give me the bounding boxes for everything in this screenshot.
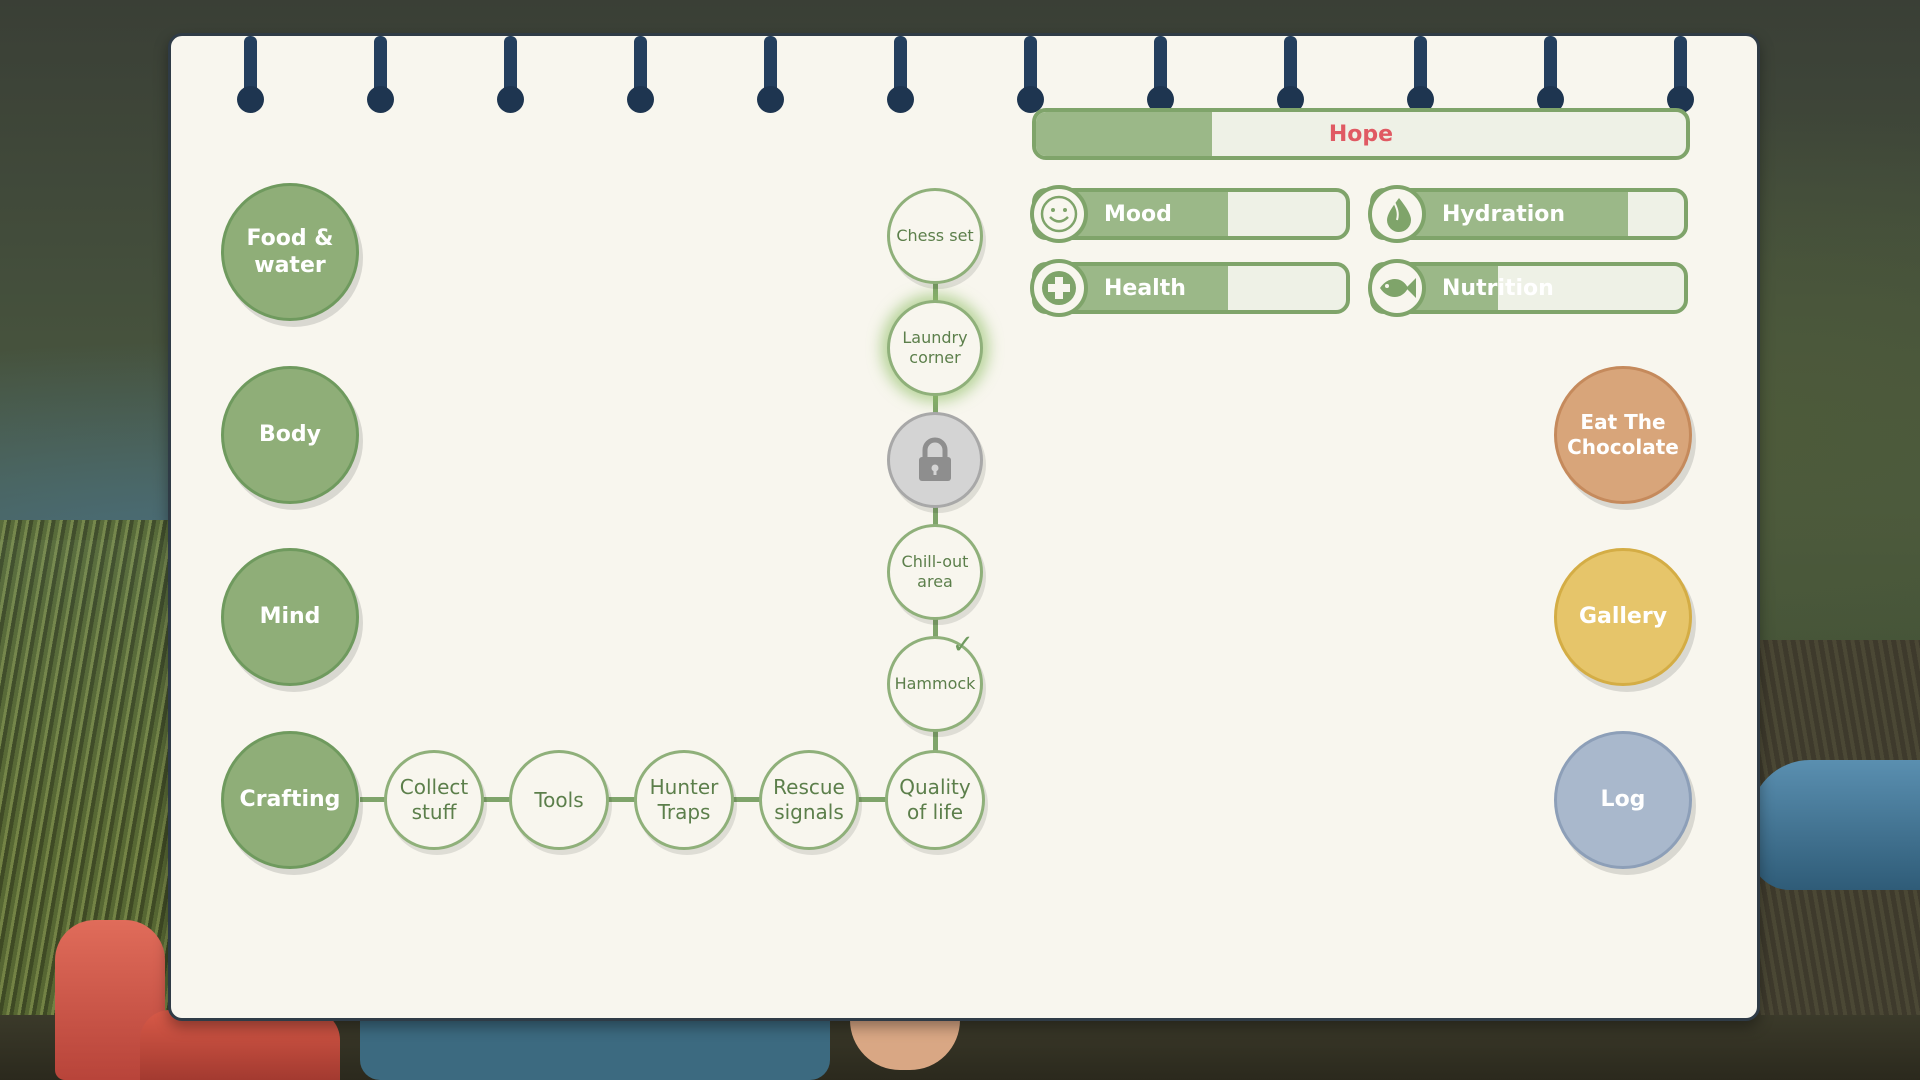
node-tools[interactable]: Tools (509, 750, 609, 850)
hope-bar: Hope (1032, 108, 1690, 160)
spiral-ring (497, 36, 524, 113)
crafting-connector (360, 797, 890, 802)
category-body[interactable]: Body (221, 366, 359, 504)
stat-label: Hydration (1442, 201, 1566, 227)
gallery-button[interactable]: Gallery (1554, 548, 1692, 686)
stat-label: Health (1104, 275, 1186, 301)
spiral-ring (757, 36, 784, 113)
category-crafting[interactable]: Crafting (221, 731, 359, 869)
spiral-ring (1277, 36, 1304, 113)
spiral-ring (237, 36, 264, 113)
water-drop-icon (1368, 185, 1426, 243)
spiral-ring (1667, 36, 1694, 113)
spiral-ring (887, 36, 914, 113)
log-button[interactable]: Log (1554, 731, 1692, 869)
smile-icon (1030, 185, 1088, 243)
node-hammock[interactable]: Hammock (887, 636, 983, 732)
health-cross-icon (1030, 259, 1088, 317)
blue-sneaker (1750, 760, 1920, 890)
spiral-ring (367, 36, 394, 113)
hope-label: Hope (1328, 121, 1394, 147)
node-chill-out-area[interactable]: Chill-out area (887, 524, 983, 620)
node-hunter-traps[interactable]: Hunter Traps (634, 750, 734, 850)
node-locked[interactable] (887, 412, 983, 508)
check-icon: ✓ (952, 630, 974, 660)
category-mind[interactable]: Mind (221, 548, 359, 686)
character-legs (360, 1015, 830, 1080)
stat-label: Mood (1104, 201, 1172, 227)
spiral-ring (1017, 36, 1044, 113)
stat-label: Nutrition (1442, 275, 1554, 301)
spiral-ring (1407, 36, 1434, 113)
spiral-ring (627, 36, 654, 113)
fish-icon (1368, 259, 1426, 317)
lock-icon (919, 437, 951, 481)
node-quality-of-life[interactable]: Quality of life (885, 750, 985, 850)
node-collect-stuff[interactable]: Collect stuff (384, 750, 484, 850)
spiral-ring (1537, 36, 1564, 113)
node-laundry-corner[interactable]: Laundry corner (887, 300, 983, 396)
node-rescue-signals[interactable]: Rescue signals (759, 750, 859, 850)
spiral-ring (1147, 36, 1174, 113)
eat-chocolate-button[interactable]: Eat The Chocolate (1554, 366, 1692, 504)
red-sneaker-2 (140, 1010, 340, 1080)
hope-fill (1036, 112, 1212, 156)
node-chess-set[interactable]: Chess set (887, 188, 983, 284)
category-food-water[interactable]: Food & water (221, 183, 359, 321)
notebook-panel (168, 33, 1760, 1021)
